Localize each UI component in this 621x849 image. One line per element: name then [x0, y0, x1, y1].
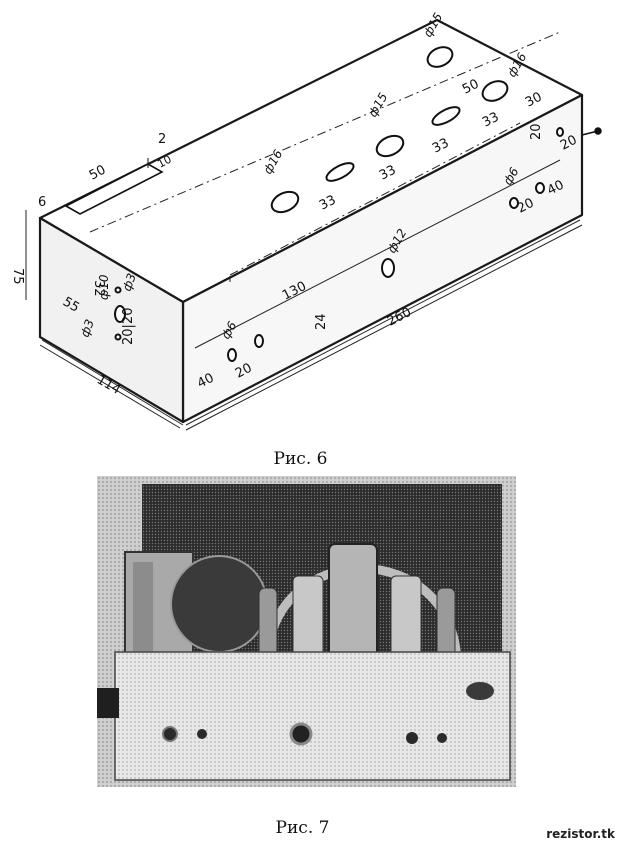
dim-32: 32 — [91, 280, 106, 297]
hole-d16-left — [270, 190, 300, 214]
hole-d15-back — [426, 46, 454, 68]
dim-top-33c: 33 — [430, 136, 452, 157]
dim-side-20a: 20 — [529, 123, 544, 140]
label-d3-bottom: ф3 — [78, 317, 97, 339]
dim-end-depth: 6 — [38, 195, 46, 210]
watermark-text: rezistor.tk — [546, 827, 615, 841]
label-d3-top: ф3 — [120, 271, 139, 293]
hole-oval-1 — [325, 162, 355, 182]
dim-right-20: 20 — [515, 196, 537, 217]
dim-slot-offset: 10 — [155, 153, 173, 171]
hole-d16-back — [481, 80, 509, 102]
figure-6-caption: Рис. 6 — [273, 449, 328, 469]
chassis-box-outline — [38, 18, 584, 424]
slot-cutout — [64, 158, 164, 215]
dim-top-33d: 33 — [480, 110, 502, 131]
dim-height: 75 — [10, 268, 25, 285]
dim-55: 55 — [60, 294, 82, 315]
dim-side-20b: 20 — [558, 133, 580, 154]
dim-20-20: 20|20 — [121, 308, 136, 345]
dim-slot-width: 2 — [158, 132, 166, 147]
dim-front-40: 40 — [195, 371, 217, 392]
front-holes — [227, 127, 564, 362]
chassis-photo — [97, 476, 516, 787]
dim-top-33a: 33 — [317, 193, 339, 214]
chassis-drawing: 75 6 50 2 10 114 260 130 24 32 55 20|20 … — [10, 10, 602, 431]
top-holes — [270, 46, 509, 214]
end-holes — [114, 286, 126, 341]
dim-front-20: 20 — [233, 361, 255, 382]
figure-7-caption: Рис. 7 — [275, 818, 330, 838]
dim-24: 24 — [314, 313, 329, 330]
dim-top-30: 30 — [523, 90, 545, 111]
hole-d12 — [381, 258, 395, 278]
label-d10: ф10 — [97, 274, 111, 300]
dim-slot-length: 50 — [87, 163, 109, 184]
hole-oval-2 — [431, 106, 461, 126]
dim-right-40: 40 — [545, 178, 567, 199]
hole-d15-mid — [375, 134, 405, 158]
dim-top-33b: 33 — [377, 163, 399, 184]
dim-top-50: 50 — [460, 77, 482, 98]
